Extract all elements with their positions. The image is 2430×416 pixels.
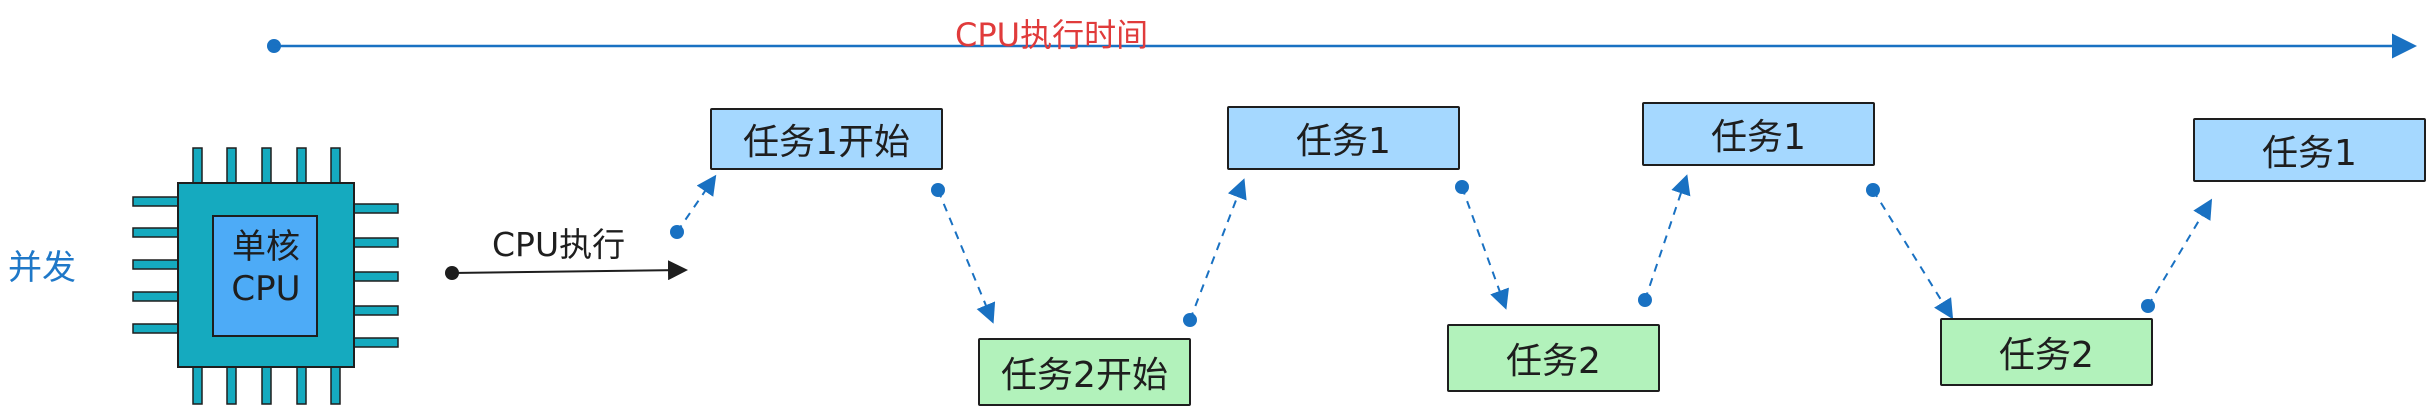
task1-box-3: 任务1 [1642,102,1875,166]
switch-arrow-1 [676,174,717,233]
switch-arrow-2 [937,189,996,324]
task1-label-2: 任务1 [1296,121,1391,162]
concurrency-label: 并发 [8,248,76,288]
task2-start-box: 任务2开始 [978,338,1191,406]
task-switch-arrows [676,174,2213,324]
task2-box-3: 任务2 [1940,318,2153,386]
task1-label-4: 任务1 [2262,133,2357,174]
switch-arrow-3 [1189,178,1247,321]
cpu-core-label: 单核 CPU [222,226,310,310]
switch-arrow-4 [1461,186,1509,310]
cpu-exec-arrow [445,260,688,281]
task1-start-label: 任务1开始 [743,122,910,163]
switch-arrow-5 [1644,174,1691,301]
task1-label-3: 任务1 [1711,117,1806,158]
task1-box-4: 任务1 [2193,118,2426,182]
task2-box-2: 任务2 [1447,324,1660,392]
switch-arrow-6 [1872,189,1954,320]
cpu-exec-label: CPU执行 [492,225,626,264]
switch-arrow-7 [2147,198,2213,307]
task1-start-box: 任务1开始 [710,108,943,170]
task1-box-2: 任务1 [1227,106,1460,170]
switch-arrow-start-dots [670,180,2155,327]
cpu-chip-icon [132,147,399,405]
task2-label-2: 任务2 [1506,341,1601,382]
task2-start-label: 任务2开始 [1001,355,1168,396]
cpu-core-label-line2: CPU [231,269,301,309]
timeline-label: CPU执行时间 [955,16,1149,54]
task2-label-3: 任务2 [1999,335,2094,376]
cpu-core-label-line1: 单核 [232,227,300,267]
timeline-arrow [267,33,2417,59]
